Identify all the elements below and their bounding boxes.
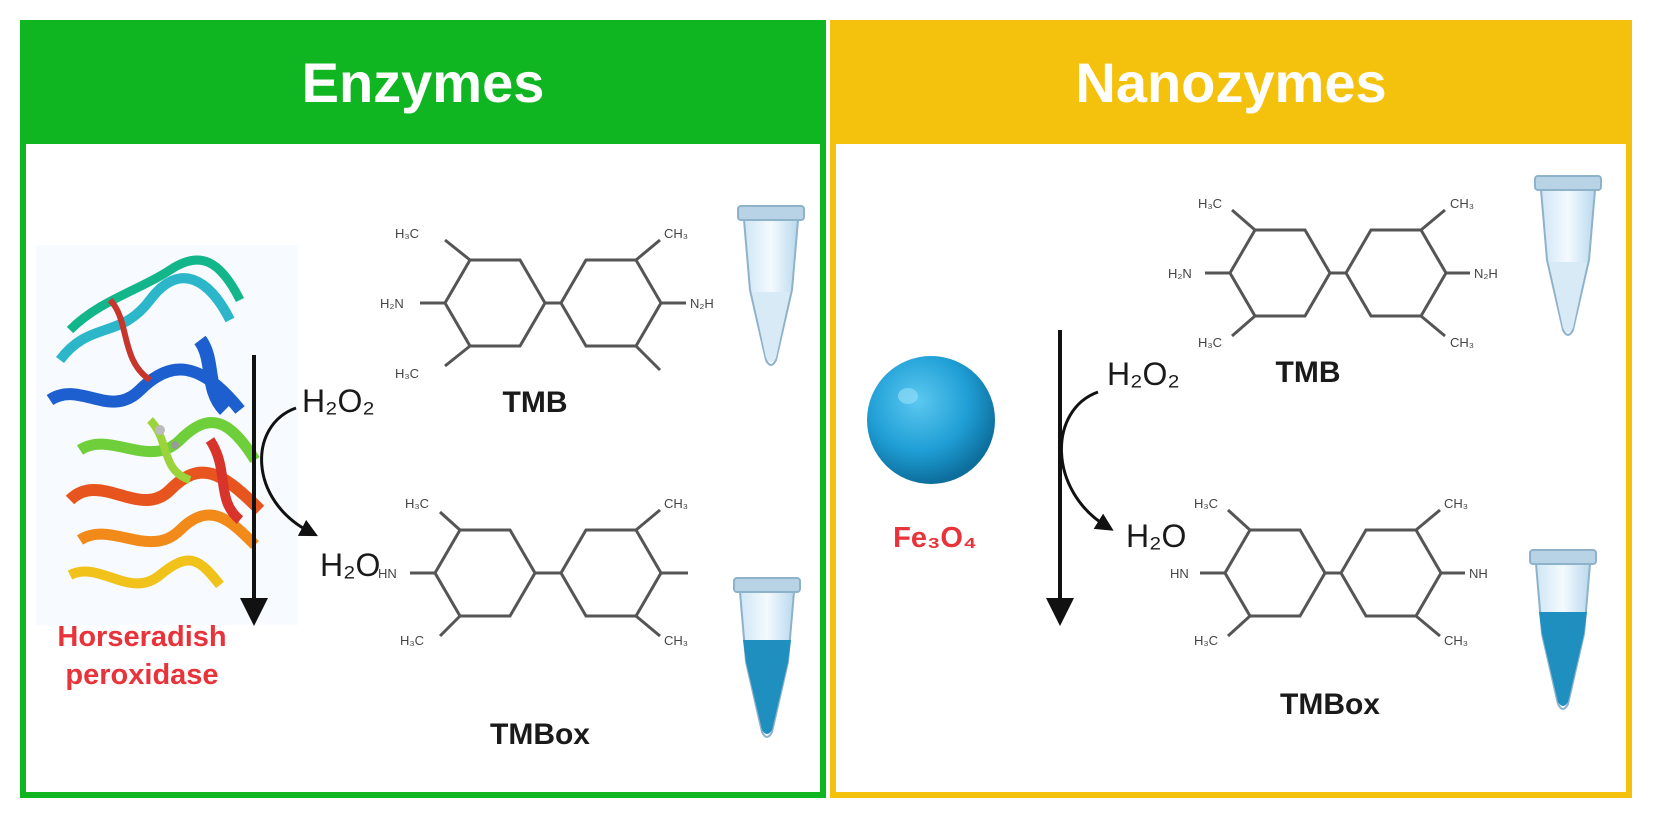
enzyme-catalyst-line1: Horseradish [57,621,226,653]
nanozymes-header: Nanozymes [830,20,1632,144]
nano-tmb-group-bl: H₃C [1198,335,1222,350]
nano-side-arrow [1059,390,1114,531]
tmbox-group-tr: CH₃ [664,496,688,511]
protein-structure-icon [36,245,298,625]
nanozymes-panel: Nanozymes [830,20,1632,798]
tmb-group-tr: CH₃ [664,226,688,241]
nano-tmbox-group-br: CH₃ [1444,633,1468,648]
nano-tmb-group-br: CH₃ [1450,335,1474,350]
enzyme-reagent-out: H₂O [320,547,380,583]
side-arrow [260,406,318,537]
nano-tmbox-group-tr: CH₃ [1444,496,1468,511]
nano-microtube-blue-icon [1529,549,1597,710]
microtube-blue-icon [733,577,801,738]
tmb-group-ml: H₂N [380,296,404,311]
enzymes-title: Enzymes [301,50,545,114]
nano-microtube-empty-icon [1534,175,1602,336]
tmb-group-bl: H₃C [395,366,419,381]
nano-tmb-group-tr: CH₃ [1450,196,1474,211]
enzyme-catalyst-line2: peroxidase [65,659,218,691]
enzyme-reagent-in: H₂O₂ [302,383,375,419]
nano-substrate-label: TMB [1276,356,1341,389]
nano-reagent-in: H₂O₂ [1107,356,1180,392]
tmb-group-tl: H₃C [395,226,419,241]
nano-tmbox-group-ml: HN [1170,566,1189,581]
nano-tmbox-molecule [1200,508,1465,638]
enzymes-panel: Enzymes [20,20,826,798]
nano-tmbox-group-bl: H₃C [1194,633,1218,648]
nanozymes-title: Nanozymes [1075,50,1387,114]
tmbox-group-bl: H₃C [400,633,424,648]
nano-tmb-molecule [1205,208,1470,338]
nano-tmbox-group-tl: H₃C [1194,496,1218,511]
nano-tmbox-group-mr: NH [1469,566,1488,581]
nano-tmb-group-ml: H₂N [1168,266,1192,281]
nano-catalyst-label: Fe₃O₄ [893,522,977,554]
nano-tmb-group-tl: H₃C [1198,196,1222,211]
nano-reagent-out: H₂O [1126,518,1186,554]
nano-product-label: TMBox [1280,688,1380,721]
microtube-empty-icon [737,205,805,366]
tmb-molecule [420,238,686,372]
enzyme-substrate-label: TMB [503,386,568,419]
nano-tmb-group-mr: N₂H [1474,266,1498,281]
enzymes-header: Enzymes [20,20,826,144]
tmbox-group-ml: HN [378,566,397,581]
nanoparticle-sphere-icon [867,356,995,484]
tmb-group-mr: N₂H [690,296,714,311]
tmbox-molecule [410,508,688,638]
tmbox-group-tl: H₃C [405,496,429,511]
tmbox-group-br: CH₃ [664,633,688,648]
enzyme-product-label: TMBox [490,718,590,751]
